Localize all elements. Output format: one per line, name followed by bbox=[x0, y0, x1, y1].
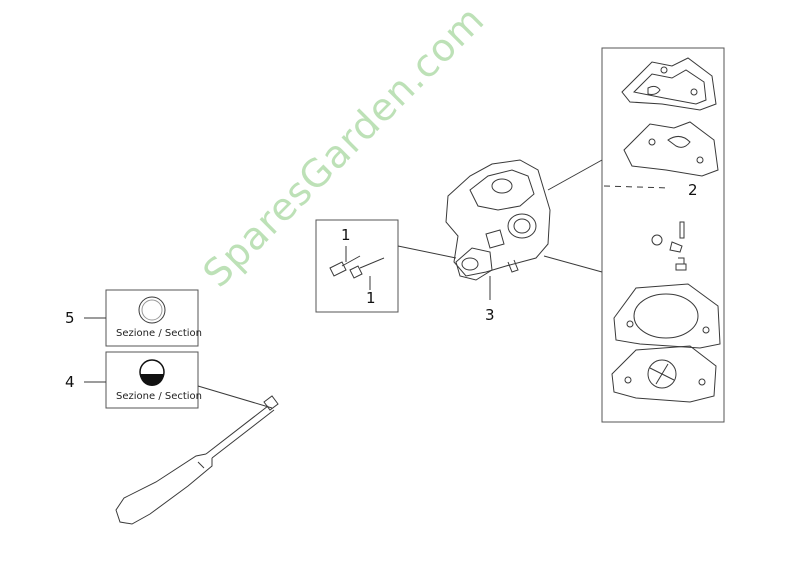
pump-diaphragm bbox=[611, 345, 717, 403]
section-4-label: Sezione / Section bbox=[116, 391, 203, 402]
callout-part-5: 5 bbox=[65, 309, 75, 327]
leader-section-4-to-tool bbox=[197, 385, 273, 409]
diaphragm-top bbox=[621, 57, 717, 111]
leader-to-kit-bottom bbox=[543, 255, 603, 273]
section-4-half-circle bbox=[139, 359, 165, 386]
section-5-label: Sezione / Section bbox=[116, 328, 203, 339]
callout-part-1-lower: 1 bbox=[366, 289, 376, 307]
callout-part-2: 2 bbox=[688, 181, 698, 199]
adjustment-tool bbox=[115, 395, 279, 525]
screws-box bbox=[315, 219, 399, 313]
section-box-4 bbox=[105, 351, 199, 409]
callout-part-1-upper: 1 bbox=[341, 226, 351, 244]
callout-part-4: 4 bbox=[65, 373, 75, 391]
leader-screws-box bbox=[397, 245, 457, 259]
callout-part-3: 3 bbox=[485, 306, 495, 324]
section-5-ring bbox=[138, 296, 166, 324]
small-parts bbox=[651, 221, 687, 271]
carburetor-body bbox=[445, 159, 551, 281]
leader-to-kit-top bbox=[547, 159, 603, 191]
leader-part-2 bbox=[603, 185, 671, 189]
repair-kit-box bbox=[601, 47, 725, 423]
gasket-ring bbox=[613, 283, 721, 349]
gasket-second bbox=[623, 121, 719, 177]
adjusting-screws bbox=[329, 246, 385, 290]
